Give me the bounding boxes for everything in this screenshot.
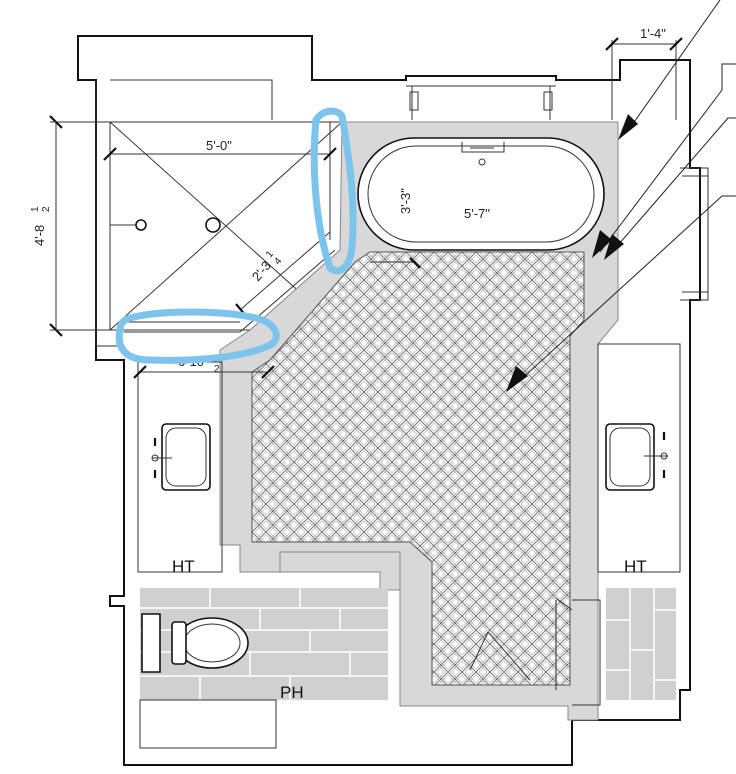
dimension-lines [49,37,683,379]
shower-valve-icon [135,219,147,231]
vanity-left [137,361,223,573]
dim-tub-depth: 3'-3" [398,188,413,214]
highlight-annotations [115,107,357,364]
lattice-floor [251,251,585,686]
outer-walls [77,35,709,766]
bathtub [357,137,605,251]
dim-diagonal: 2'-3 [249,258,274,284]
dim-tub-width: 5'-7" [464,206,490,221]
dim-diagonal-frac-num: 1 [264,248,276,260]
shower-drain [205,217,221,233]
label-vanity-left: HT [172,557,195,576]
dim-shower-width: 5'-0" [206,138,232,153]
storage-right [572,588,676,706]
dim-shower-depth-frac-num: 1 [30,206,41,212]
dim-bottom-partial-frac-den: 2 [214,364,220,375]
callout-leaders [506,0,736,392]
dim-shower-depth: 4'-8 [32,225,47,246]
highlight-shower-bottom [115,308,280,364]
dim-shower-depth-group: 4'-8 1 2 [30,206,52,246]
dim-shower-depth-frac-den: 2 [41,206,52,212]
vanity-right [597,343,681,573]
label-vanity-right: HT [624,557,647,576]
dim-tub-depth-group: 3'-3" [398,188,413,214]
dim-top-right: 1'-4" [640,26,666,41]
dim-diagonal-frac-den: 4 [272,256,284,268]
label-toilet-room: PH [280,683,304,702]
dim-diagonal-group: 2'-3 1 4 [249,248,285,284]
highlight-shower-side [310,107,357,275]
toilet-room [139,588,388,749]
door-swing [469,597,573,690]
